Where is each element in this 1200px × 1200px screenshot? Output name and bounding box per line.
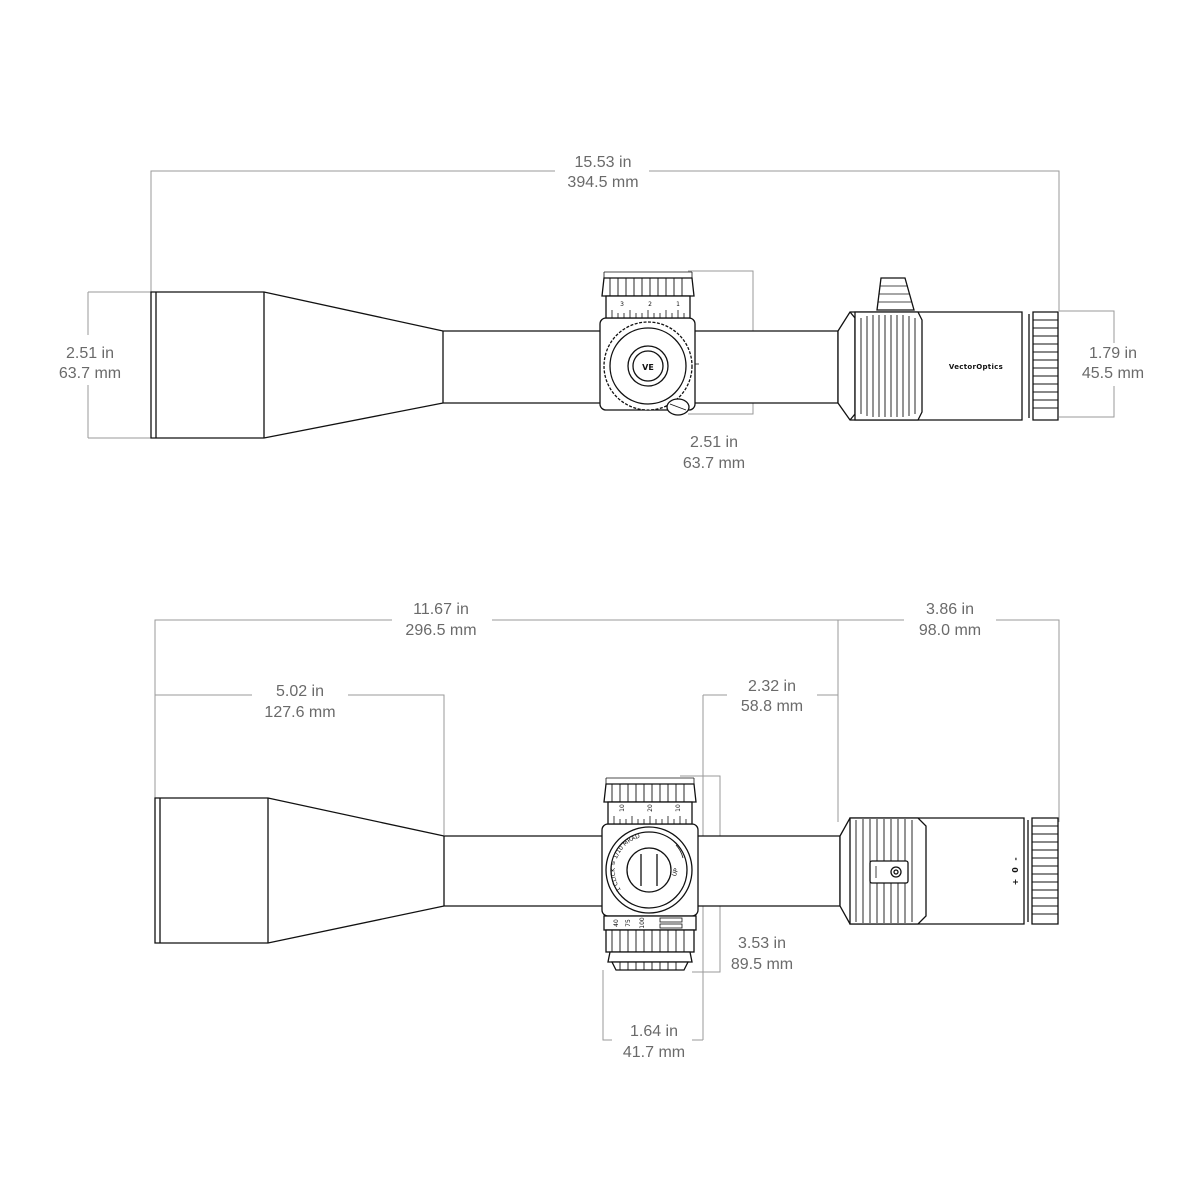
objective-to-turret-mm-label: 296.5 mm	[405, 622, 476, 639]
top-view: + 0 -	[154, 600, 1060, 1062]
top-turret-mark: 20	[647, 804, 654, 812]
turret-width-in-label: 3.53 in	[738, 935, 786, 952]
top-dimension-labels: 11.67 in 296.5 mm 3.86 in 98.0 mm 5.02 i…	[252, 600, 996, 1062]
elevation-cap	[605, 826, 693, 914]
objective-bell-length-mm-label: 127.6 mm	[264, 704, 335, 721]
side-dimension-labels: 15.53 in 394.5 mm 2.51 in 63.7 mm 2.51 i…	[59, 150, 1144, 472]
turret-to-ring-in-label: 2.32 in	[748, 678, 796, 695]
side-turret-mark: 2	[648, 301, 652, 308]
parallax-mark: 100	[639, 917, 646, 929]
side-turret: 3 2 1 VE	[599, 271, 699, 416]
eyepiece-length-mm-label: 98.0 mm	[919, 622, 981, 639]
turret-height-in-label: 2.51 in	[690, 434, 738, 451]
objective-diameter-in-label: 2.51 in	[66, 345, 114, 362]
turret-width-mm-label: 89.5 mm	[731, 956, 793, 973]
objective-diameter-mm-label: 63.7 mm	[59, 365, 121, 382]
eyepiece-length-in-label: 3.86 in	[926, 601, 974, 618]
up-direction-text: UP	[671, 867, 680, 877]
side-view: VectorOptics	[59, 150, 1144, 472]
top-turret-mark: 10	[619, 804, 626, 812]
parallax-mark: 75	[625, 919, 632, 927]
parallax-mark: 40	[613, 919, 620, 927]
brand-logo-text: VectorOptics	[949, 363, 1003, 371]
top-mag-ring	[849, 817, 927, 925]
top-diopter-ring	[1031, 817, 1059, 925]
turret-body-width-in-label: 1.64 in	[630, 1023, 678, 1040]
top-scope-body: + 0 -	[154, 797, 1059, 944]
side-mag-ring	[854, 311, 923, 421]
diopter-mark-plus: +	[1011, 879, 1020, 886]
side-focus-knob	[603, 321, 693, 411]
top-turret: 10 20 10 1 CLICK = 1/10 MRAD UP 40 75 10…	[601, 777, 699, 971]
side-turret-mark: 3	[620, 301, 624, 308]
overall-length-mm-label: 394.5 mm	[567, 174, 638, 191]
diopter-mark-minus: -	[1011, 857, 1020, 860]
diopter-scale: + 0 -	[1011, 857, 1020, 885]
side-turret-mark: 1	[676, 301, 680, 308]
up-arrow-icon	[675, 844, 684, 859]
vector-optics-logo-icon: VE	[642, 363, 654, 372]
objective-bell-length-in-label: 5.02 in	[276, 683, 324, 700]
diopter-mark-zero: 0	[1011, 867, 1020, 873]
eyepiece-diameter-in-label: 1.79 in	[1089, 345, 1137, 362]
eyepiece-diameter-mm-label: 45.5 mm	[1082, 365, 1144, 382]
objective-to-turret-in-label: 11.67 in	[413, 601, 469, 618]
turret-to-ring-mm-label: 58.8 mm	[741, 698, 803, 715]
throw-lever-mount	[869, 860, 909, 884]
illumination-dial	[605, 929, 695, 953]
turret-body-width-mm-label: 41.7 mm	[623, 1044, 685, 1061]
overall-length-in-label: 15.53 in	[575, 154, 632, 171]
turret-height-mm-label: 63.7 mm	[683, 455, 745, 472]
top-turret-mark: 10	[675, 804, 682, 812]
